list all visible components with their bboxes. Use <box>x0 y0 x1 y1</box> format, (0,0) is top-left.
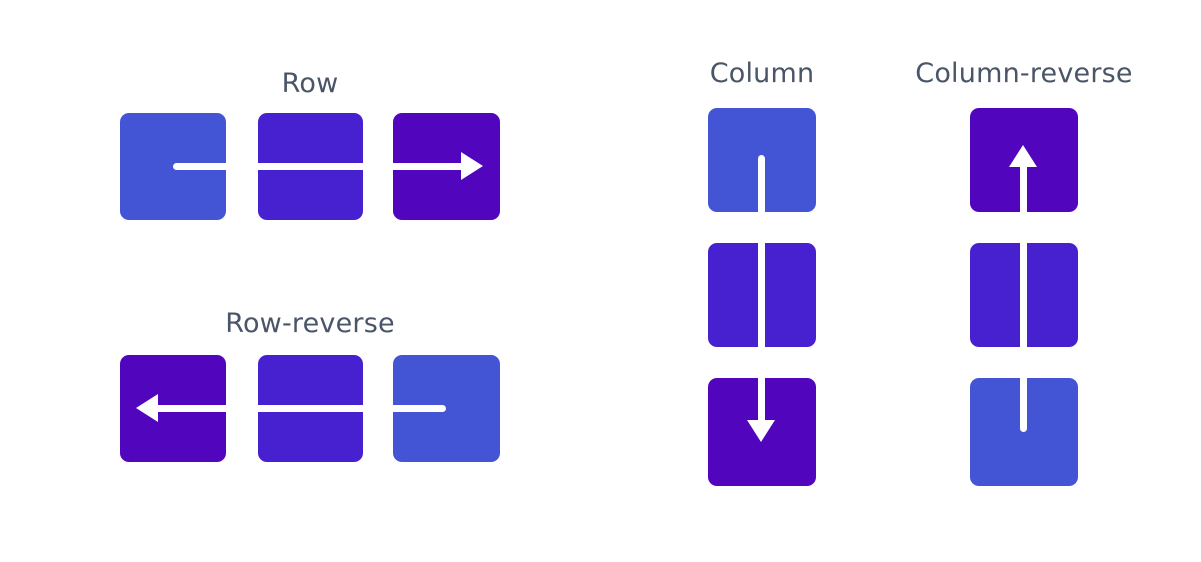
column-reverse-item-1 <box>970 108 1078 212</box>
column-arrow-head-down-icon <box>747 420 775 442</box>
row-item-1 <box>120 113 230 220</box>
diagram-column-reverse: Column-reverse <box>900 0 1190 520</box>
column-reverse-item-3 <box>970 374 1078 486</box>
column-reverse-arrow-tail <box>1020 374 1027 432</box>
column-item-2 <box>708 243 816 347</box>
row-reverse-item-1 <box>120 355 226 462</box>
column-reverse-item-2 <box>970 243 1078 347</box>
diagram-row-reverse: Row-reverse <box>0 240 620 500</box>
column-reverse-arrow-head-up-icon <box>1009 145 1037 167</box>
diagram-column-reverse-label: Column-reverse <box>915 58 1133 89</box>
column-reverse-arrow-shaft <box>1020 166 1027 212</box>
row-reverse-arrow-head-left-icon <box>136 394 158 422</box>
row-item-2-bottom <box>258 170 363 220</box>
row-arrow-head-right-icon <box>461 152 483 180</box>
row-reverse-item-2 <box>258 355 363 462</box>
column-item-3 <box>708 378 816 486</box>
column-arrow-tail <box>758 155 765 216</box>
diagram-row-label: Row <box>281 68 339 99</box>
column-arrow-shaft <box>758 378 765 424</box>
row-reverse-item-3 <box>389 355 500 462</box>
diagram-row: Row <box>0 0 620 250</box>
diagram-column: Column <box>640 0 885 520</box>
diagram-column-label: Column <box>709 58 815 89</box>
row-reverse-arrow-tail <box>389 405 446 412</box>
column-item-2-left <box>708 243 758 347</box>
diagram-row-reverse-label: Row-reverse <box>225 308 395 339</box>
column-item-2-right <box>765 243 816 347</box>
row-item-2-top <box>258 113 363 163</box>
row-arrow-shaft <box>393 163 465 170</box>
column-item-1 <box>708 108 816 216</box>
row-arrow-tail <box>173 163 230 170</box>
row-reverse-item-2-top <box>258 355 363 405</box>
row-reverse-item-2-bottom <box>258 412 363 462</box>
column-reverse-item-2-left <box>970 243 1020 347</box>
row-reverse-arrow-shaft <box>156 405 226 412</box>
column-reverse-item-2-right <box>1027 243 1078 347</box>
row-item-3 <box>393 113 500 220</box>
row-item-2 <box>258 113 363 220</box>
